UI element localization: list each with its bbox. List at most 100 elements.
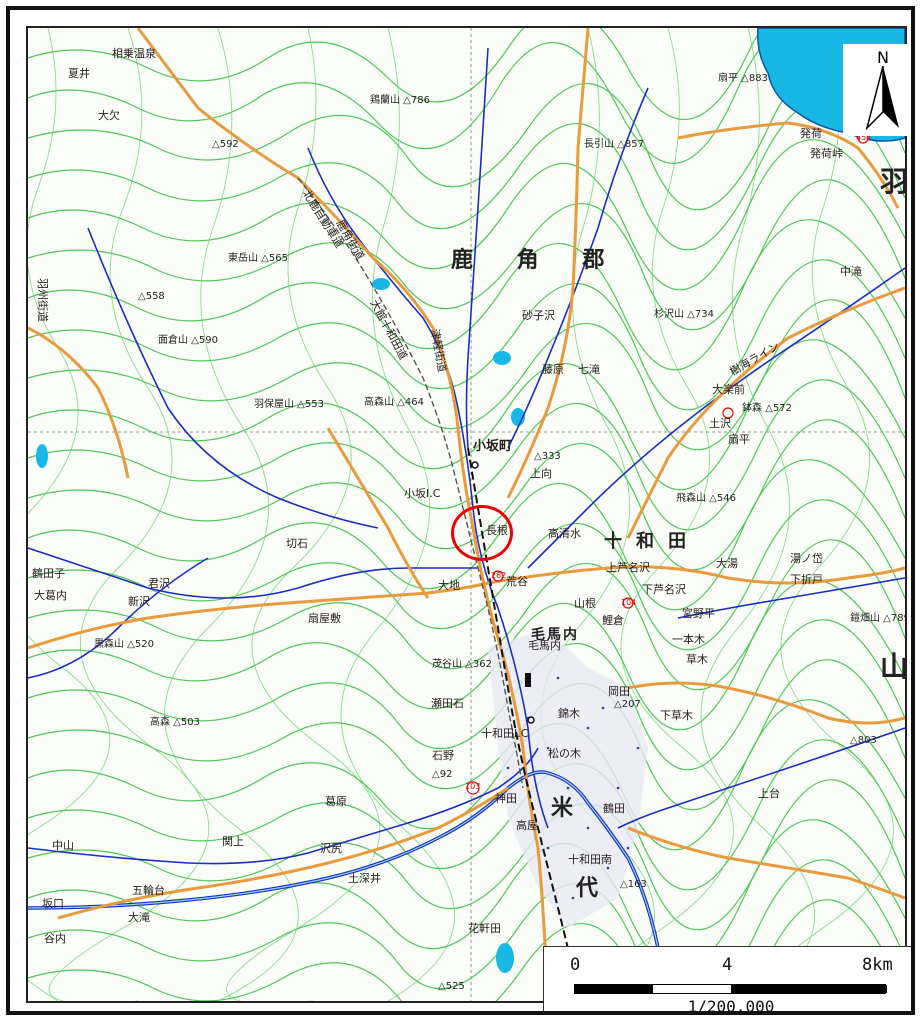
peak-label: 茂谷山 △362: [432, 659, 492, 670]
place-label: 五輪台: [132, 884, 165, 897]
place-label: 鶴田子: [32, 567, 65, 580]
place-label: 土深井: [348, 872, 381, 885]
place-label: 松の木: [548, 747, 581, 760]
place-label: 上向: [530, 467, 552, 480]
place-label: 扇平: [728, 433, 750, 446]
place-label: 十和田I.C: [481, 727, 529, 740]
map-symbols: [471, 461, 535, 724]
peak-label: △92: [432, 769, 453, 780]
place-label: 発荷峠: [810, 147, 843, 160]
area-label: 内: [563, 627, 579, 643]
place-label: 湯ノ岱: [790, 552, 823, 565]
scale-ratio: 1/200,000: [687, 997, 775, 1015]
scale-bar: [574, 984, 887, 994]
place-label: 新沢: [128, 595, 150, 608]
scale-bar-box: 0 4 8km 1/200,000: [543, 946, 911, 1015]
peak-label: △558: [138, 291, 165, 302]
area-label: 馬: [547, 627, 563, 643]
place-label: 山根: [574, 597, 596, 610]
place-label: 毛馬内: [528, 639, 561, 652]
place-label: 砂子沢: [522, 309, 555, 322]
scale-label-4: 4: [722, 955, 733, 975]
place-label: 発荷: [800, 127, 822, 140]
area-label: 田: [668, 531, 688, 552]
place-label: 谷内: [44, 932, 66, 945]
district-label: 鹿 角 郡: [451, 248, 623, 273]
north-arrow-icon: [865, 66, 899, 130]
place-label: 高屋: [516, 819, 538, 832]
peak-label: 長引山 △857: [584, 139, 644, 150]
place-label: 鯉倉: [602, 614, 624, 627]
location-marker-circle: [451, 505, 513, 561]
area-label: 代: [576, 876, 601, 901]
scale-label-0: 0: [570, 955, 581, 975]
north-letter: N: [877, 48, 889, 67]
place-label: 小坂I.C: [404, 487, 441, 500]
peak-label: △592: [212, 139, 239, 150]
route-number: 104: [621, 598, 637, 607]
place-label: 荒谷: [506, 575, 528, 588]
peak-label: 黒森山 △520: [94, 639, 154, 650]
place-label: 土沢: [709, 417, 731, 430]
peak-label: △525: [438, 981, 465, 992]
peak-label: 東岳山 △565: [228, 253, 288, 264]
place-label: 下折戸: [790, 573, 823, 586]
place-label: 瀬田石: [431, 697, 464, 710]
peak-label: 面倉山 △590: [158, 335, 218, 346]
route-number: 454: [856, 133, 872, 142]
scale-segment: [731, 985, 887, 993]
place-label: 沢尻: [320, 842, 342, 855]
peak-label: 飛森山 △546: [676, 493, 736, 504]
peak-label: △163: [620, 879, 647, 890]
scale-label-8: 8km: [862, 955, 893, 975]
place-label: 草木: [686, 653, 708, 666]
area-label: 和: [636, 531, 656, 552]
peak-label: △803: [850, 735, 877, 746]
route-number: 103: [465, 782, 481, 791]
pond: [36, 444, 48, 468]
place-label: 下芦名沢: [642, 583, 686, 596]
peak-label: 杉沢山 △734: [654, 309, 714, 320]
peak-label: △333: [534, 451, 561, 462]
place-label: 切石: [286, 537, 308, 550]
place-label: 七滝: [578, 363, 600, 376]
place-label: 扇屋敷: [308, 612, 341, 625]
place-label: 大葛内: [34, 589, 67, 602]
peak-label: 羽保屋山 △553: [254, 399, 324, 410]
place-label: 十和田南: [568, 853, 612, 866]
area-label: 毛: [531, 627, 547, 643]
place-label: 坂口: [42, 897, 64, 910]
pond: [496, 943, 514, 973]
pond: [493, 351, 511, 365]
place-label: 上台: [758, 787, 780, 800]
place-label: 君沢: [148, 577, 170, 590]
area-label: 十: [604, 531, 624, 552]
area-label: 山: [880, 653, 905, 681]
map-frame: 鹿 角 郡 羽 山 米 代 川 十 和 田 毛 馬 内 小坂町 小坂I.C 十和…: [6, 6, 915, 1015]
rivers: [28, 47, 905, 865]
place-label: 花軒田: [468, 922, 501, 935]
place-label: 石野: [432, 749, 454, 762]
place-label: 葛原: [325, 795, 347, 808]
place-label: 小坂町: [473, 439, 513, 454]
place-label: 大滝: [128, 911, 150, 924]
area-label: 羽: [880, 168, 905, 196]
map-area[interactable]: 鹿 角 郡 羽 山 米 代 川 十 和 田 毛 馬 内 小坂町 小坂I.C 十和…: [26, 26, 907, 1003]
peak-label: 高森山 △464: [364, 397, 424, 408]
place-label: 上芦名沢: [606, 561, 650, 574]
urban-area: [488, 628, 648, 928]
place-label: 夏井: [68, 67, 90, 80]
peak-label: △207: [614, 699, 641, 710]
place-label: 中滝: [840, 265, 862, 278]
place-label: 大欠: [98, 109, 120, 122]
peak-label: 鶏蘭山 △786: [370, 95, 430, 106]
north-indicator: N: [843, 44, 911, 136]
place-label: 宮野平: [682, 607, 715, 620]
place-label: 神田: [495, 792, 517, 805]
place-label: 関上: [222, 835, 244, 848]
area-label: 米: [551, 796, 576, 821]
pond: [372, 278, 390, 290]
peak-label: 扇平 △883: [718, 73, 768, 84]
place-label: 大楽前: [712, 383, 745, 396]
place-label: 一本木: [672, 633, 705, 646]
